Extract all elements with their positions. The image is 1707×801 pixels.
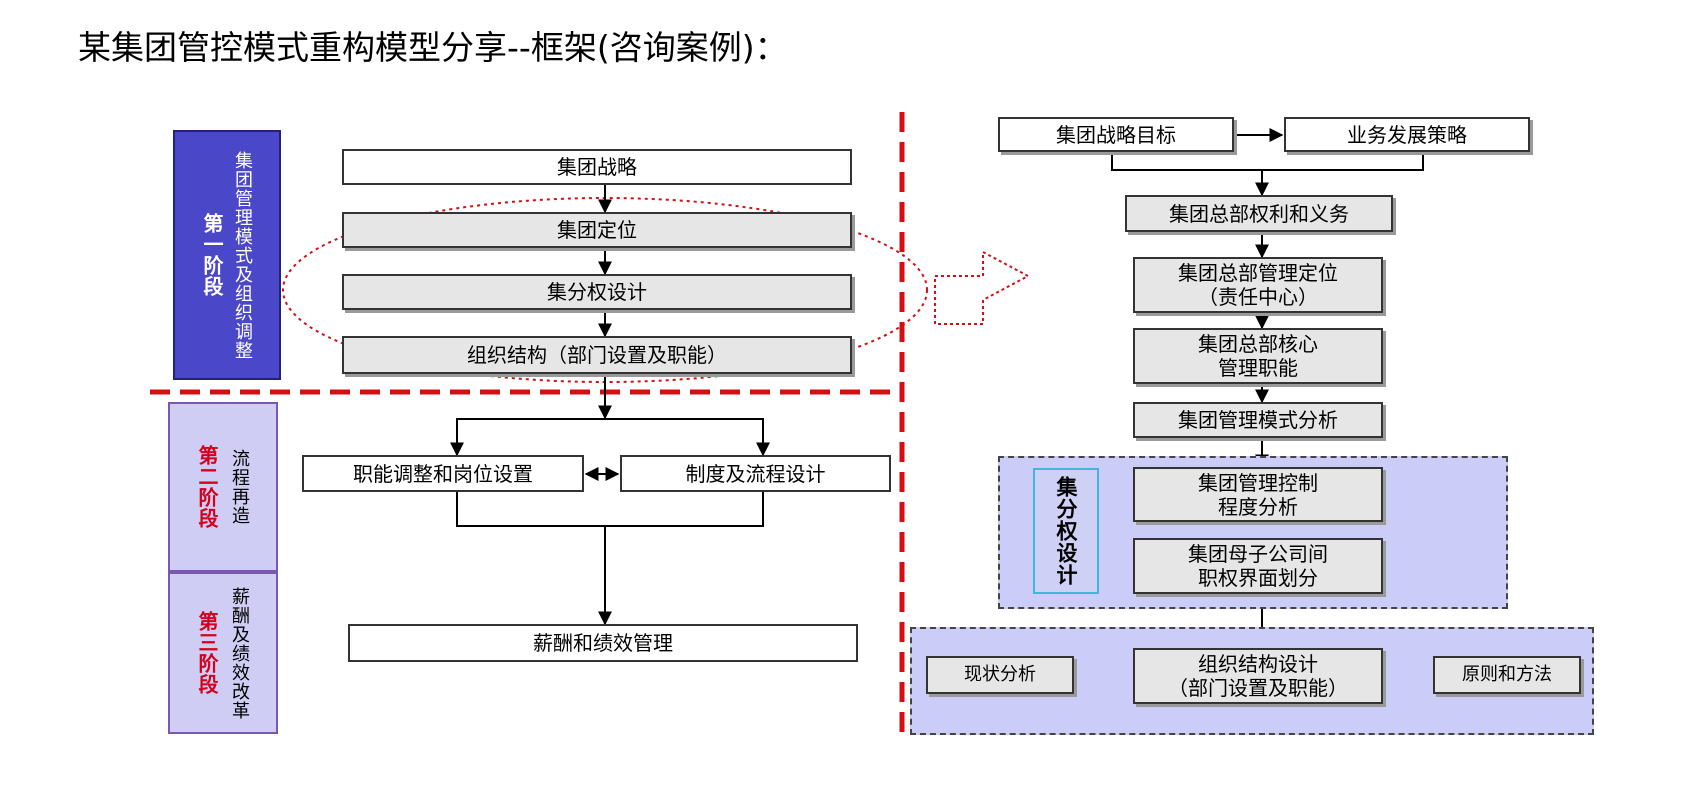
box-hq-core-functions: 集团总部核心 管理职能 [1133, 328, 1383, 384]
page-title: 某集团管控模式重构模型分享--框架(咨询案例)： [78, 28, 788, 67]
stage-3-label: 第三阶段 薪酬及绩效改革 [168, 572, 278, 734]
stage-divider-lines [150, 112, 905, 742]
box-mgmt-model-analysis: 集团管理模式分析 [1133, 402, 1383, 438]
centralization-vertical-text: 集分权设计 [1054, 476, 1078, 586]
stage-3-description: 薪酬及绩效改革 [229, 586, 250, 720]
box-process-design: 制度及流程设计 [620, 455, 891, 492]
box-group-positioning: 集团定位 [342, 212, 852, 248]
box-org-structure: 组织结构（部门设置及职能） [342, 336, 852, 374]
box-hq-positioning: 集团总部管理定位 （责任中心） [1133, 257, 1383, 313]
box-status-analysis: 现状分析 [926, 656, 1074, 694]
stage-1-number: 第一阶段 [200, 213, 224, 297]
stage-2-description: 流程再造 [229, 449, 250, 525]
stage-3-number: 第三阶段 [195, 611, 219, 695]
stage-1-label: 第一阶段 集团管理模式及组织调整 [173, 130, 281, 380]
box-control-degree: 集团管理控制 程度分析 [1133, 467, 1383, 522]
box-centralization-design: 集分权设计 [342, 274, 852, 310]
stage-2-label: 第二阶段 流程再造 [168, 402, 278, 572]
box-business-strategy: 业务发展策略 [1284, 117, 1530, 152]
stage-2-number: 第二阶段 [195, 445, 219, 529]
box-compensation: 薪酬和绩效管理 [348, 624, 858, 662]
centralization-vertical-label: 集分权设计 [1033, 468, 1099, 594]
transition-arrow-icon [934, 250, 1031, 325]
box-authority-division: 集团母子公司间 职权界面划分 [1133, 538, 1383, 594]
box-group-strategy: 集团战略 [342, 149, 852, 185]
left-flow-arrows [450, 185, 770, 626]
box-org-design: 组织结构设计 （部门设置及职能） [1133, 648, 1383, 704]
box-hq-rights: 集团总部权利和义务 [1125, 195, 1393, 232]
box-strategic-goal: 集团战略目标 [998, 117, 1234, 152]
box-principles-methods: 原则和方法 [1433, 656, 1581, 694]
box-job-adjustment: 职能调整和岗位设置 [302, 455, 584, 492]
stage-1-description: 集团管理模式及组织调整 [232, 150, 253, 360]
